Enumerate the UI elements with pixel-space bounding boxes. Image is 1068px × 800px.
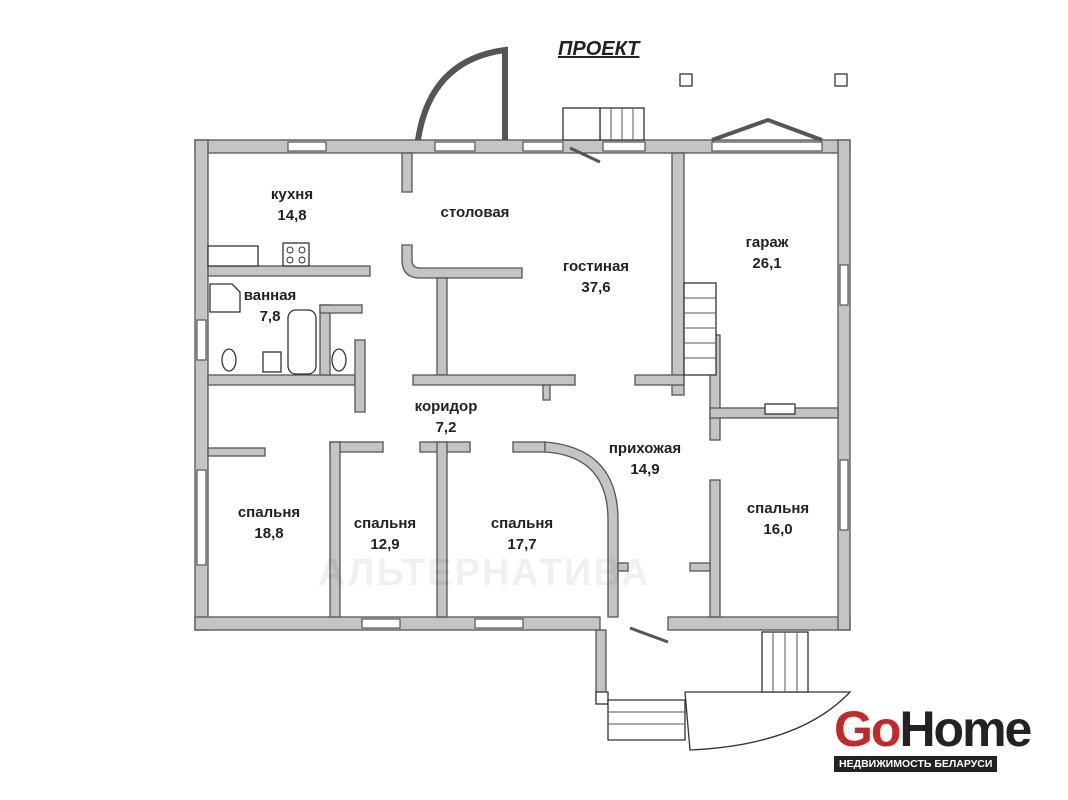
watermark: АЛЬТЕРНАТИВА <box>318 552 651 594</box>
windows <box>196 141 849 629</box>
logo-go: Go <box>834 701 901 757</box>
plan-title: ПРОЕКТ <box>558 38 640 60</box>
logo-tagline: НЕДВИЖИМОСТЬ БЕЛАРУСИ <box>834 756 998 772</box>
gohome-logo: GoHome НЕДВИЖИМОСТЬ БЕЛАРУСИ <box>834 701 1032 772</box>
fixtures <box>207 73 848 415</box>
doors <box>415 46 823 164</box>
logo-home: Home <box>899 701 1032 757</box>
room-dining: столовая <box>440 204 510 221</box>
